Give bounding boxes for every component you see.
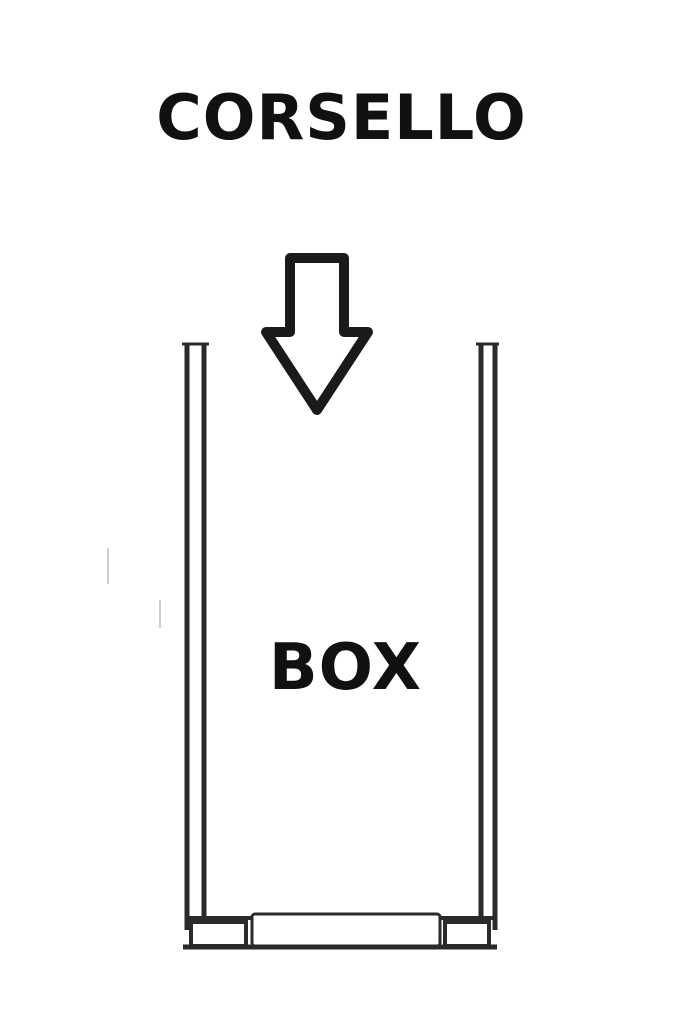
scan-marks <box>107 548 161 628</box>
base-left-block <box>189 920 248 948</box>
corridor-label: CORSELLO <box>156 81 527 154</box>
base-right-block <box>443 920 491 948</box>
base-center-slot <box>250 912 442 948</box>
box-base <box>183 912 497 950</box>
down-arrow-icon <box>261 253 373 415</box>
box-label: BOX <box>268 631 423 705</box>
right-wall <box>476 342 499 930</box>
left-wall <box>182 342 209 930</box>
